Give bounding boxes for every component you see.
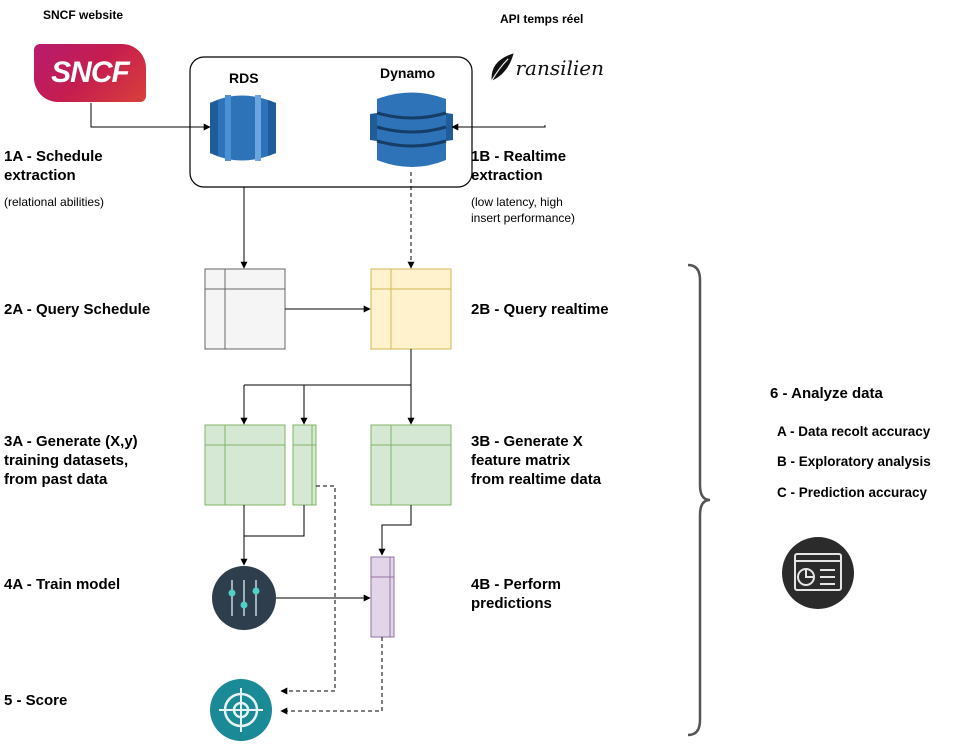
edge-y-to-score (280, 485, 336, 695)
step-1b-note: (low latency, high insert performance) (471, 195, 576, 225)
step-5-label: 5 - Score (4, 692, 68, 709)
transilien-logo: ransilien (488, 50, 604, 86)
step-1a-title: 1A - Schedule extraction (4, 148, 103, 184)
sliders-icon (212, 566, 276, 630)
edge-api-to-dynamo (451, 123, 546, 131)
sncf-website-title: SNCF website (43, 8, 124, 22)
target-icon (210, 679, 272, 741)
step-4b-label: 4B - Perform predictions (471, 576, 562, 612)
step-2b-label: 2B - Query realtime (471, 301, 609, 318)
step-1b-title: 1B - Realtime extraction (471, 148, 567, 184)
transilien-logo-text: ransilien (515, 56, 604, 80)
rds-database-icon (210, 95, 276, 161)
api-title: API temps réel (500, 12, 584, 26)
edge-predictions-to-score (280, 637, 383, 715)
sncf-logo-text: SNCF (51, 56, 130, 89)
training-x-table (204, 424, 286, 506)
query-schedule-table (204, 268, 286, 350)
training-y-column (292, 424, 317, 506)
analyze-item-b: B - Exploratory analysis (777, 454, 931, 469)
analyze-item-a: A - Data recolt accuracy (777, 424, 931, 439)
step-4a-label: 4A - Train model (4, 576, 121, 593)
analyze-item-c: C - Prediction accuracy (777, 485, 928, 500)
rds-label: RDS (229, 70, 259, 86)
dynamodb-icon (370, 92, 453, 167)
step-3b-label: 3B - Generate X feature matrix from real… (471, 433, 602, 488)
edge-sncf-to-rds (90, 103, 211, 131)
analyze-brace (687, 263, 711, 737)
feature-matrix-table (370, 424, 452, 506)
edge-training-to-model (243, 505, 305, 537)
database-group-box (189, 56, 473, 188)
dynamo-label: Dynamo (380, 65, 436, 81)
step-1a-note: (relational abilities) (4, 195, 105, 209)
sncf-logo: SNCF (34, 44, 146, 102)
query-realtime-table (370, 268, 452, 350)
edge-features-to-predictions (378, 505, 412, 556)
leaf-icon (491, 53, 514, 82)
analyze-title: 6 - Analyze data (770, 385, 883, 402)
predictions-column (370, 556, 395, 638)
step-3a-label: 3A - Generate (X,y) training datasets, f… (4, 433, 138, 488)
edge-realtime-split (244, 349, 412, 386)
step-2a-label: 2A - Query Schedule (4, 301, 151, 318)
dashboard-chart-icon (782, 537, 854, 609)
